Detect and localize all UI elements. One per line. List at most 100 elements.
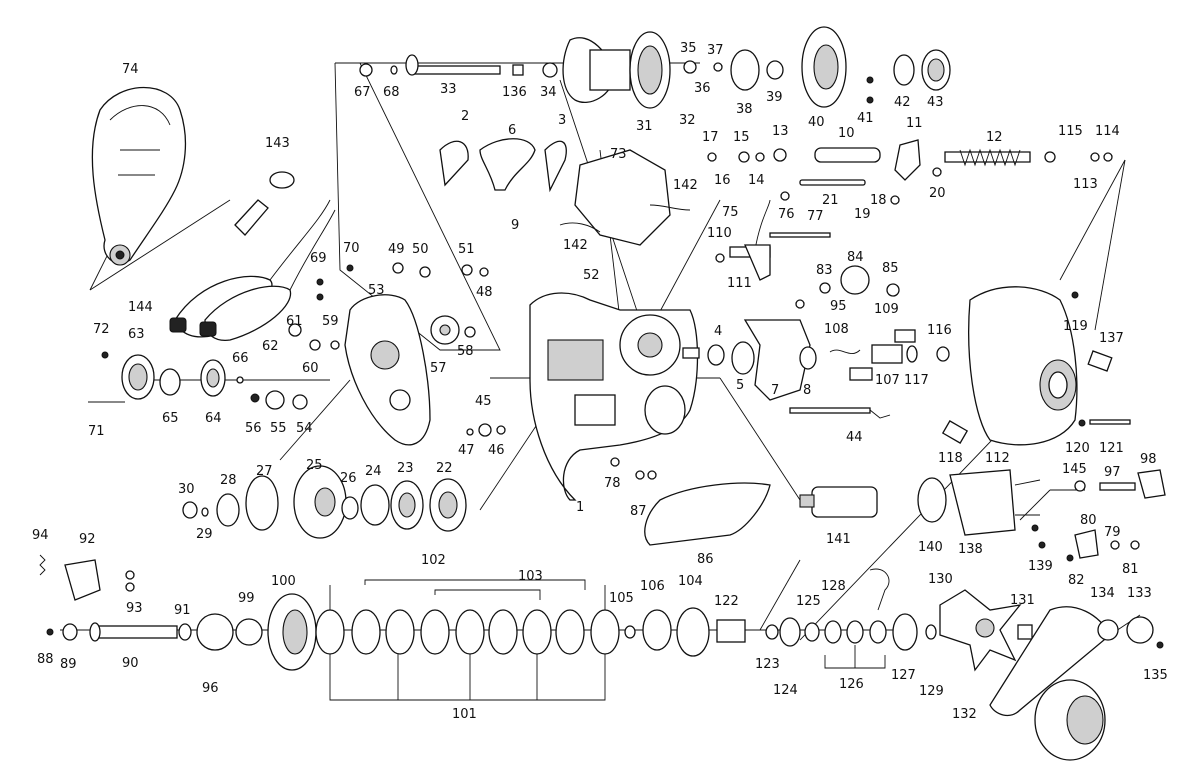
label-34: 34 [540, 85, 557, 100]
label-35: 35 [680, 41, 697, 56]
label-49: 49 [388, 242, 405, 257]
part-88-106-main-shaft [39, 554, 317, 671]
label-103: 103 [518, 569, 543, 584]
label-15: 15 [733, 130, 750, 145]
part-33-spool-shaft [359, 54, 558, 78]
label-41: 41 [857, 111, 874, 126]
label-123: 123 [755, 657, 780, 672]
label-126: 126 [839, 677, 864, 692]
label-130: 130 [928, 572, 953, 587]
label-7: 7 [771, 383, 779, 398]
label-131: 131 [1010, 593, 1035, 608]
part-44-rod [466, 407, 891, 437]
label-125: 125 [796, 594, 821, 609]
label-135: 135 [1143, 668, 1168, 683]
label-37: 37 [707, 43, 724, 58]
label-85: 85 [882, 261, 899, 276]
label-94: 94 [32, 528, 49, 543]
label-101: 101 [452, 707, 477, 722]
part-101-103-drag-washers [315, 607, 746, 657]
part-labels: 74 143 144 72 63 65 64 66 71 70 69 49 50… [32, 41, 1168, 722]
label-86: 86 [697, 552, 714, 567]
label-32: 32 [679, 113, 696, 128]
label-62: 62 [262, 339, 279, 354]
label-95: 95 [830, 299, 847, 314]
part-122-135-handle [765, 568, 1164, 761]
label-88: 88 [37, 652, 54, 667]
part-63-bearing-housing [88, 351, 244, 403]
label-117: 117 [904, 373, 929, 388]
label-13: 13 [772, 124, 789, 139]
part-74-side-cover [91, 87, 187, 266]
label-82: 82 [1068, 573, 1085, 588]
part-141-motor [799, 469, 1041, 536]
label-99: 99 [238, 591, 255, 606]
label-96: 96 [202, 681, 219, 696]
part-144-cable [169, 171, 336, 341]
label-90: 90 [122, 656, 139, 671]
label-57: 57 [430, 361, 447, 376]
label-112: 112 [985, 451, 1010, 466]
part-53-gear-plate [344, 294, 460, 446]
label-52: 52 [583, 268, 600, 283]
label-110: 110 [707, 226, 732, 241]
label-47: 47 [458, 443, 475, 458]
label-74: 74 [122, 62, 139, 77]
label-76: 76 [778, 207, 795, 222]
label-25: 25 [306, 458, 323, 473]
label-120: 120 [1065, 441, 1090, 456]
label-107: 107 [875, 373, 900, 388]
label-21: 21 [822, 193, 839, 208]
label-28: 28 [220, 473, 237, 488]
label-114: 114 [1095, 124, 1120, 139]
label-22: 22 [436, 461, 453, 476]
label-137: 137 [1099, 331, 1124, 346]
label-129: 129 [919, 684, 944, 699]
label-118: 118 [938, 451, 963, 466]
label-111: 111 [727, 276, 752, 291]
label-91: 91 [174, 603, 191, 618]
label-46: 46 [488, 443, 505, 458]
part-1-frame [529, 292, 699, 501]
label-139: 139 [1028, 559, 1053, 574]
label-142a: 142 [673, 178, 698, 193]
label-116: 116 [927, 323, 952, 338]
label-17: 17 [702, 130, 719, 145]
label-33: 33 [440, 82, 457, 97]
small-hardware-left [250, 262, 489, 410]
top-right-cluster [683, 26, 951, 108]
label-18: 18 [870, 193, 887, 208]
label-27: 27 [256, 464, 273, 479]
label-39: 39 [766, 90, 783, 105]
label-132: 132 [952, 707, 977, 722]
label-127: 127 [891, 668, 916, 683]
label-20: 20 [929, 186, 946, 201]
label-56: 56 [245, 421, 262, 436]
label-141: 141 [826, 532, 851, 547]
label-38: 38 [736, 102, 753, 117]
label-142b: 142 [563, 238, 588, 253]
label-119: 119 [1063, 319, 1088, 334]
label-8: 8 [803, 383, 811, 398]
label-68: 68 [383, 85, 400, 100]
label-122: 122 [714, 594, 739, 609]
label-81: 81 [1122, 562, 1139, 577]
label-51: 51 [458, 242, 475, 257]
label-9: 9 [511, 218, 519, 233]
part-79-121-hardware [1038, 419, 1166, 562]
label-71: 71 [88, 424, 105, 439]
label-106: 106 [640, 579, 665, 594]
part-6-bracket [439, 138, 691, 246]
label-64: 64 [205, 411, 222, 426]
label-73: 73 [610, 147, 627, 162]
label-98: 98 [1140, 452, 1157, 467]
label-48: 48 [476, 285, 493, 300]
label-40: 40 [808, 115, 825, 130]
label-59: 59 [322, 314, 339, 329]
label-83: 83 [816, 263, 833, 278]
label-50: 50 [412, 242, 429, 257]
label-143: 143 [265, 136, 290, 151]
label-104: 104 [678, 574, 703, 589]
label-109: 109 [874, 302, 899, 317]
label-23: 23 [397, 461, 414, 476]
